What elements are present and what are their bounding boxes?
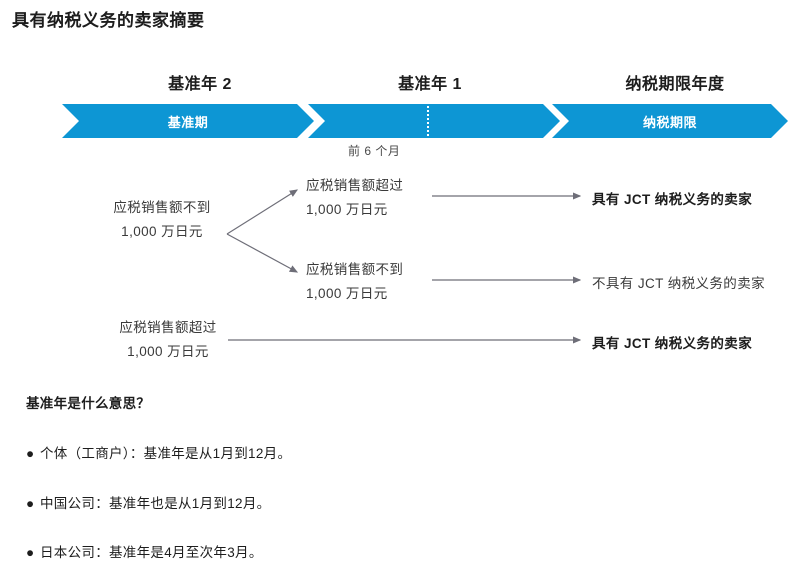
faq-list-item: ● 日本公司：基准年是4月至次年3月。 xyxy=(26,541,263,561)
chevron-base-period: 基准期 xyxy=(62,104,314,138)
timeline-band: 基准期 纳税期限 xyxy=(0,104,806,138)
chevron-label-base-period: 基准期 xyxy=(167,114,209,130)
flow-outcome-not-liable: 不具有 JCT 纳税义务的卖家 xyxy=(592,276,766,291)
faq-item-text: 日本公司：基准年是4月至次年3月。 xyxy=(40,545,263,560)
faq-heading: 基准年是什么意思？ xyxy=(26,396,151,411)
flow-connector-lines xyxy=(226,189,582,344)
flow-node-line2: 1,000 万日元 xyxy=(306,201,388,217)
bullet-icon: ● xyxy=(26,545,35,560)
flow-node-line2: 1,000 万日元 xyxy=(121,223,203,239)
faq-item-text: 个体（工商户）：基准年是从1月到12月。 xyxy=(40,446,292,461)
flow-node-source-under-threshold: 应税销售额不到 1,000 万日元 xyxy=(92,196,232,243)
chevron-label-tax-period: 纳税期限 xyxy=(642,114,697,130)
chevron-base-year-1 xyxy=(308,104,560,138)
period-label-tax-period-year: 纳税期限年度 xyxy=(625,76,725,93)
decision-flow-diagram: 应税销售额不到 1,000 万日元 应税销售额超过 1,000 万日元 应税销售… xyxy=(0,160,806,380)
flow-node-line1: 应税销售额不到 xyxy=(113,200,211,215)
chevron-tax-period: 纳税期限 xyxy=(552,104,788,138)
faq-list-item: ● 个体（工商户）：基准年是从1月到12月。 xyxy=(26,442,291,462)
period-label-base-year-1: 基准年 1 xyxy=(398,76,462,93)
faq-item-text: 中国公司：基准年也是从1月到12月。 xyxy=(40,496,271,511)
period-label-base-year-2: 基准年 2 xyxy=(168,76,232,93)
half-year-note-label: 前 6 个月 xyxy=(348,144,401,158)
flow-node-branch-under-threshold: 应税销售额不到 1,000 万日元 xyxy=(306,258,403,305)
half-year-divider-line xyxy=(427,106,429,136)
flow-node-branch-over-threshold: 应税销售额超过 1,000 万日元 xyxy=(306,174,403,221)
page-title: 具有纳税义务的卖家摘要 xyxy=(12,11,205,30)
flow-node-line2: 1,000 万日元 xyxy=(127,343,209,359)
flow-node-line1: 应税销售额超过 xyxy=(119,320,217,335)
bullet-icon: ● xyxy=(26,496,35,511)
bullet-icon: ● xyxy=(26,446,35,461)
flow-outcome-liable-bottom: 具有 JCT 纳税义务的卖家 xyxy=(592,336,753,351)
flow-node-line2: 1,000 万日元 xyxy=(306,285,388,301)
flow-node-line1: 应税销售额不到 xyxy=(306,262,404,277)
flow-node-source-over-threshold: 应税销售额超过 1,000 万日元 xyxy=(98,316,238,363)
flow-outcome-liable-top: 具有 JCT 纳税义务的卖家 xyxy=(592,192,753,207)
flow-node-line1: 应税销售额超过 xyxy=(306,178,404,193)
faq-list-item: ● 中国公司：基准年也是从1月到12月。 xyxy=(26,492,270,512)
